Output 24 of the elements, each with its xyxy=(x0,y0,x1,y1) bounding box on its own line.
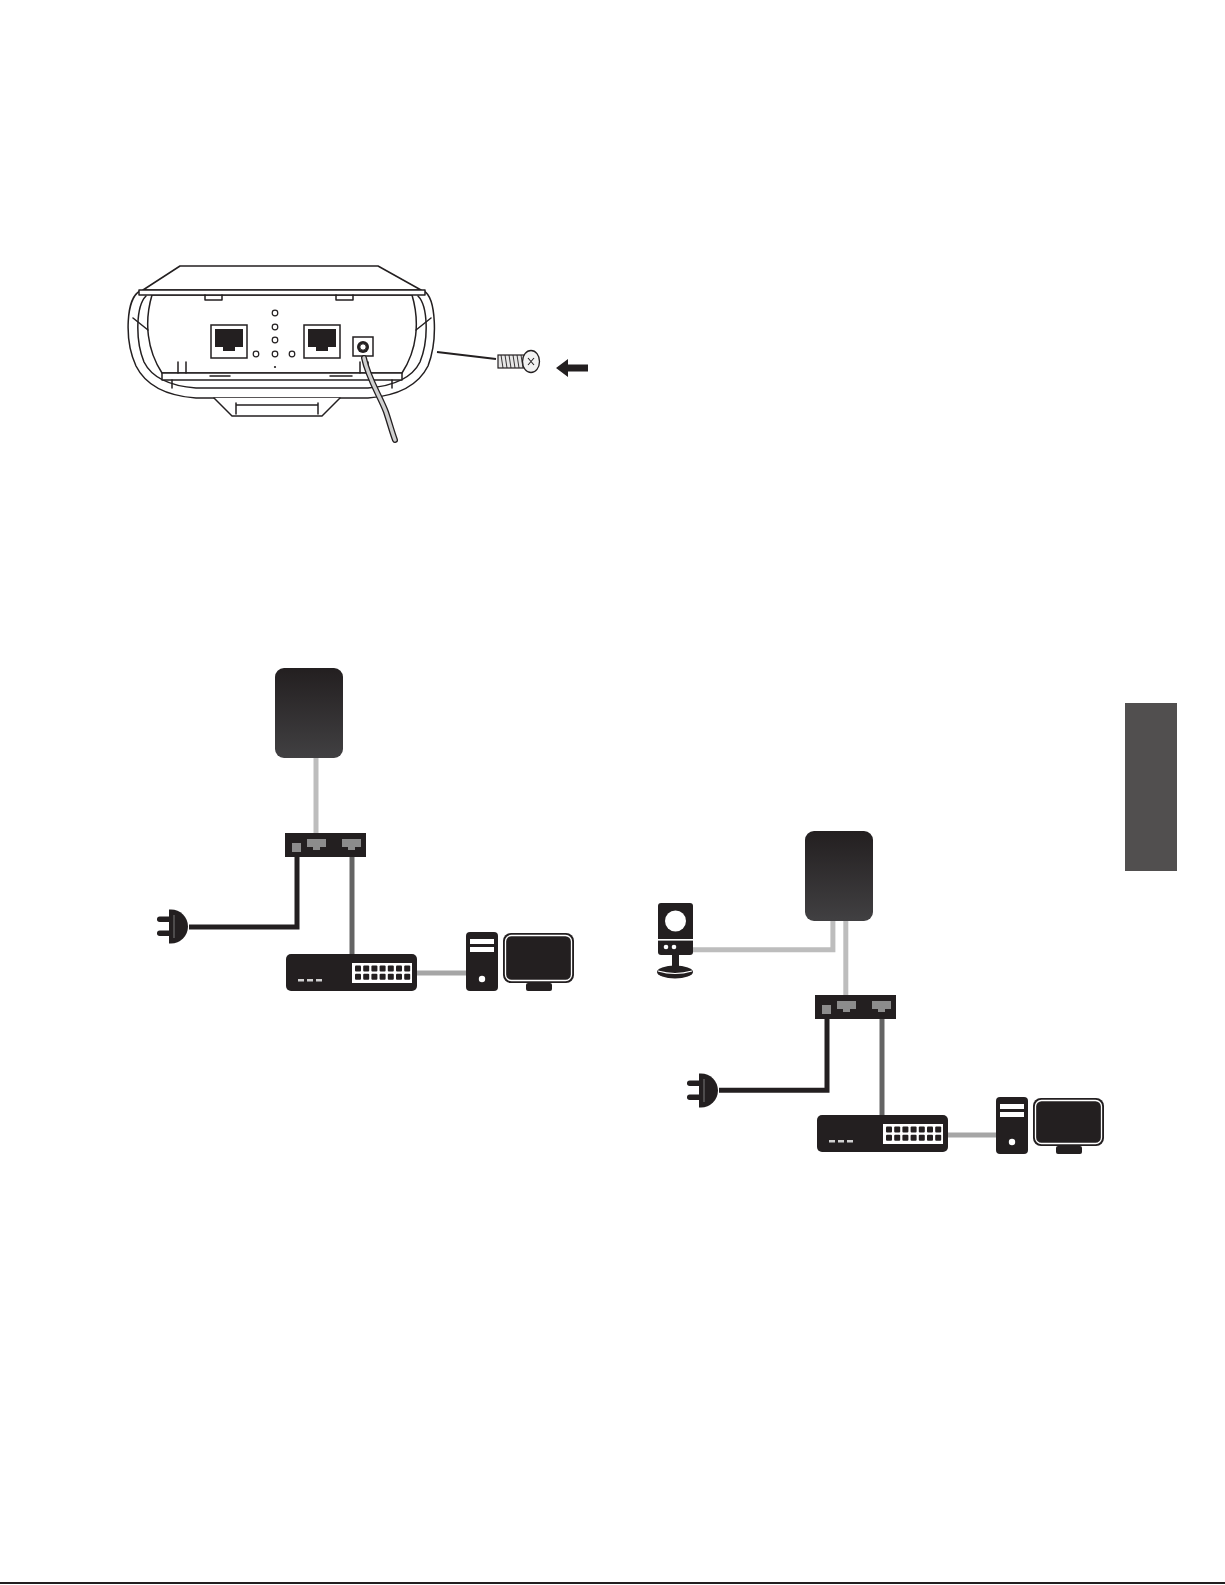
power-plug-icon xyxy=(687,1073,719,1108)
cable xyxy=(879,1019,885,1115)
cable xyxy=(948,1132,996,1138)
poe-injector-icon xyxy=(285,833,366,857)
guide-line xyxy=(436,351,497,360)
power-plug-icon xyxy=(157,909,189,944)
desktop-computer-icon xyxy=(466,932,574,991)
network-switch-icon xyxy=(286,954,417,991)
access-point-icon xyxy=(275,668,343,758)
desktop-computer-icon xyxy=(996,1097,1104,1154)
cable xyxy=(843,921,849,995)
cable xyxy=(313,758,319,833)
poe-injector-icon xyxy=(815,995,896,1019)
screw-icon xyxy=(496,349,541,375)
device-illustration xyxy=(125,262,437,446)
cable xyxy=(719,1019,830,1093)
side-tab xyxy=(1125,703,1177,871)
cable xyxy=(693,921,836,953)
cable xyxy=(349,857,355,954)
camera-icon xyxy=(656,902,693,979)
cable xyxy=(417,970,466,976)
network-switch-icon xyxy=(817,1115,948,1152)
cable xyxy=(189,857,300,930)
access-point-icon xyxy=(805,831,873,921)
